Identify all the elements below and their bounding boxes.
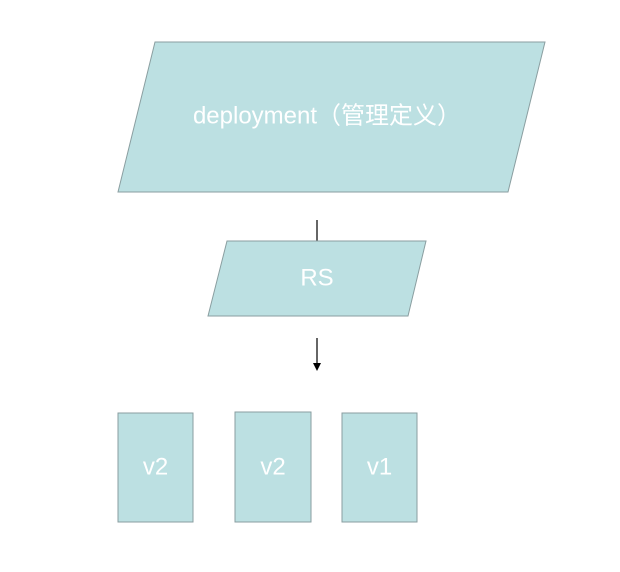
pod-box-1: v2 xyxy=(117,412,194,523)
arrow-head xyxy=(313,363,321,371)
deployment-node: deployment（管理定义） xyxy=(117,41,546,193)
deployment-label: deployment（管理定义） xyxy=(193,102,461,129)
pod-label: v2 xyxy=(260,453,285,480)
arrow-rs-to-pods xyxy=(313,338,321,371)
deployment-shape xyxy=(117,41,546,193)
pod-label: v1 xyxy=(367,453,392,480)
pod-box-2: v2 xyxy=(234,411,312,523)
rs-node: RS xyxy=(207,240,427,317)
pod-box-3: v1 xyxy=(341,412,418,523)
rs-shape xyxy=(207,240,427,317)
pod-shape xyxy=(341,412,418,523)
pod-shape xyxy=(117,412,194,523)
pod-shape xyxy=(234,411,312,523)
pod-label: v2 xyxy=(143,453,168,480)
rs-label: RS xyxy=(300,264,333,291)
